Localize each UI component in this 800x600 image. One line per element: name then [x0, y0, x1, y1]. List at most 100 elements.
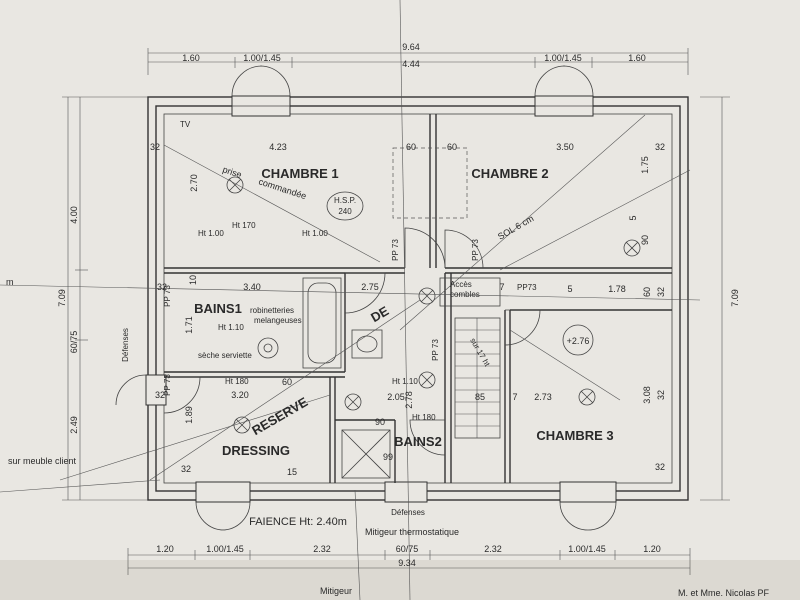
light-icon	[344, 393, 362, 411]
dim-label: 3.08	[642, 386, 652, 404]
tv-label: TV	[180, 120, 191, 129]
defenses-left-label: Défenses	[121, 328, 130, 362]
note-melangeuses: melangeuses	[254, 316, 302, 325]
dim-label: 99	[383, 452, 393, 462]
dim-label: 90	[640, 235, 650, 245]
bottom-dim-seg: 2.32	[484, 544, 502, 554]
dim-label: 10	[188, 275, 198, 285]
pp-label: PP 73	[163, 285, 172, 307]
height-note: Ht 1.00	[198, 229, 224, 238]
attic-access-label: combles	[450, 290, 480, 299]
hsp-label: H.S.P.	[334, 196, 356, 205]
owner-label: M. et Mme. Nicolas PF	[678, 588, 770, 598]
height-note: Ht 180	[412, 413, 436, 422]
dim-label: 32	[181, 464, 191, 474]
mitigeur-thermo-label: Mitigeur thermostatique	[365, 527, 459, 537]
dim-label: 32	[150, 142, 160, 152]
level-marker	[562, 324, 594, 356]
light-icon	[623, 239, 641, 257]
dim-label: 32	[155, 390, 165, 400]
window-bottom-middle	[384, 481, 428, 503]
window-top-left	[231, 65, 291, 117]
left-dimension-lines	[62, 96, 148, 501]
dim-label: 3.50	[556, 142, 574, 152]
room-dressing: DRESSING	[222, 443, 290, 458]
left-dim-seg: 4.00	[69, 206, 79, 224]
room-chambre-3: CHAMBRE 3	[536, 428, 613, 443]
top-dim-seg: 1.00/1.45	[544, 53, 582, 63]
pp-label: PP 73	[431, 339, 440, 361]
dim-label: 4.23	[269, 142, 287, 152]
doors	[163, 227, 541, 456]
left-dim-seg: 2.49	[69, 416, 79, 434]
bottom-dim-seg: 1.00/1.45	[206, 544, 244, 554]
dim-label: 2.05	[387, 392, 405, 402]
faience-label: FAIENCE Ht: 2.40m	[249, 516, 347, 528]
right-dimension-lines	[700, 96, 730, 501]
note-meuble-client: sur meuble client	[8, 456, 77, 466]
left-dim-seg: 60/75	[69, 331, 79, 354]
bottom-dim-seg: 2.32	[313, 544, 331, 554]
window-left	[115, 374, 167, 406]
dim-label: 1.75	[640, 156, 650, 174]
room-chambre-1: CHAMBRE 1	[261, 166, 338, 181]
pp-label: PP 73	[471, 239, 480, 261]
bottom-dim-seg: 1.20	[643, 544, 661, 554]
light-icon	[578, 388, 596, 406]
hsp-marker	[326, 191, 364, 221]
top-dimension-lines	[147, 48, 689, 75]
dim-label: 60	[282, 377, 292, 387]
dim-label: 32	[655, 142, 665, 152]
dim-label: 32	[656, 287, 666, 297]
bottom-dim-seg: 1.00/1.45	[568, 544, 606, 554]
paper-bottom-shade	[0, 560, 800, 600]
dim-label: 2.75	[361, 282, 379, 292]
top-overall-dim: 9.64	[402, 42, 420, 52]
height-note: Ht 1.00	[302, 229, 328, 238]
top-dim-seg: 1.60	[182, 53, 200, 63]
note-robinetteries: robinetteries	[250, 306, 294, 315]
pp-label: PP 73	[163, 374, 172, 396]
window-top-right	[534, 65, 594, 117]
height-note: Ht 1.10	[392, 377, 418, 386]
top-dim-seg: 1.60	[628, 53, 646, 63]
mitigeur-label: Mitigeur	[320, 586, 352, 596]
bottom-dim-seg: 60/75	[396, 544, 419, 554]
dim-label: 60	[642, 287, 652, 297]
pp-label: PP 73	[391, 239, 400, 261]
dim-label: 7	[512, 392, 517, 402]
window-bottom-left	[195, 481, 251, 531]
washbasin-icon	[257, 337, 279, 359]
dim-label: 2.78	[404, 391, 414, 409]
dim-label: 5	[628, 215, 638, 220]
dim-label: 2.73	[534, 392, 552, 402]
dim-label: 7	[499, 282, 504, 292]
dim-label: 85	[475, 392, 485, 402]
dim-label: 1.89	[184, 406, 194, 424]
dim-label: 60	[447, 142, 457, 152]
height-note: Ht 1.10	[218, 323, 244, 332]
top-dim-seg: 1.00/1.45	[243, 53, 281, 63]
left-overall-dim: 7.09	[57, 289, 67, 307]
dim-label: 1.71	[184, 316, 194, 334]
dim-label: 32	[656, 390, 666, 400]
dim-label: 3.20	[231, 390, 249, 400]
attic-access-label: Accès	[450, 280, 472, 289]
right-overall-dim: 7.09	[730, 289, 740, 307]
light-icon	[418, 371, 436, 389]
dim-label: 2.70	[189, 174, 199, 192]
top-inner-dim: 4.44	[402, 59, 420, 69]
bottom-dim-seg: 1.20	[156, 544, 174, 554]
wiring-lines	[0, 0, 701, 600]
dim-label: 32	[157, 282, 167, 292]
note-seche-serviette: sèche serviette	[198, 351, 252, 360]
room-bains-1: BAINS1	[194, 301, 242, 316]
bottom-overall-dim: 9.34	[398, 558, 416, 568]
height-note: Ht 180	[225, 377, 249, 386]
window-bottom-right	[559, 481, 617, 531]
defenses-bottom-label: Défenses	[391, 508, 425, 517]
light-icon	[418, 287, 436, 305]
room-chambre-2: CHAMBRE 2	[471, 166, 548, 181]
dim-label: 90	[375, 417, 385, 427]
